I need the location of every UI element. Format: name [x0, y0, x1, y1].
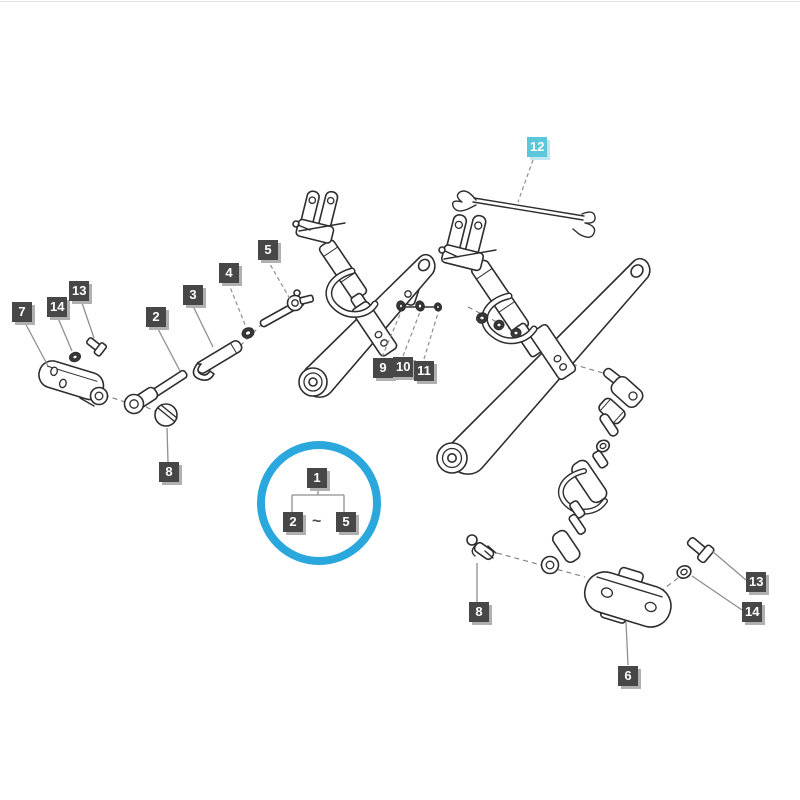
part-6-bracket-art: [583, 566, 672, 628]
callout-7[interactable]: 7: [12, 302, 32, 322]
callout-8-left[interactable]: 8: [159, 462, 179, 482]
callout-3[interactable]: 3: [183, 285, 203, 305]
callout-14-left[interactable]: 14: [47, 297, 68, 317]
right-lift-assembly-art: [436, 214, 651, 475]
callout-10[interactable]: 10: [393, 357, 414, 377]
part-3-tube-art: [192, 340, 243, 381]
callout-4[interactable]: 4: [219, 263, 239, 283]
part-12-stabilizer-art: [452, 190, 596, 238]
top-divider: [0, 1, 800, 2]
callout-13-right[interactable]: 13: [746, 572, 767, 592]
callout-9[interactable]: 9: [373, 358, 393, 378]
callout-8-right[interactable]: 8: [469, 602, 489, 622]
left-lift-assembly-art: [292, 190, 436, 399]
leader-lines-dashed: [227, 159, 534, 360]
leader-lines-solid: [22, 299, 747, 666]
callout-13-left[interactable]: 13: [69, 281, 90, 301]
legend-callout-1[interactable]: 1: [307, 468, 327, 488]
part-13-right-bolt-art: [686, 536, 715, 564]
hardware-washer-row-art: [476, 312, 522, 339]
part-13-left-bolt-art: [85, 337, 108, 357]
part-2-link-end-art: [123, 369, 188, 415]
part-14-right-washer-art: [676, 565, 692, 579]
part-8-left-ball-art: [154, 403, 178, 427]
hardware-9-10-11-art: [396, 300, 443, 312]
part-7-bracket-art: [38, 360, 109, 407]
legend-group-art: [257, 441, 381, 565]
callout-2[interactable]: 2: [146, 307, 166, 327]
lower-link-chain-art: [540, 367, 644, 575]
legend-callout-5[interactable]: 5: [336, 512, 356, 532]
callout-11[interactable]: 11: [414, 361, 434, 381]
part-4-nut-art: [241, 327, 255, 339]
callout-12-highlighted[interactable]: 12: [527, 137, 548, 157]
part-8-right-clip-art: [466, 534, 497, 561]
callout-6[interactable]: 6: [618, 666, 638, 686]
legend-callout-2[interactable]: 2: [283, 512, 303, 532]
callout-14-right[interactable]: 14: [742, 602, 763, 622]
legend-range-separator: ~: [312, 513, 322, 530]
part-14-left-nut-art: [69, 351, 81, 363]
callout-5[interactable]: 5: [258, 240, 278, 260]
part-5-rod-end-art: [259, 289, 315, 328]
